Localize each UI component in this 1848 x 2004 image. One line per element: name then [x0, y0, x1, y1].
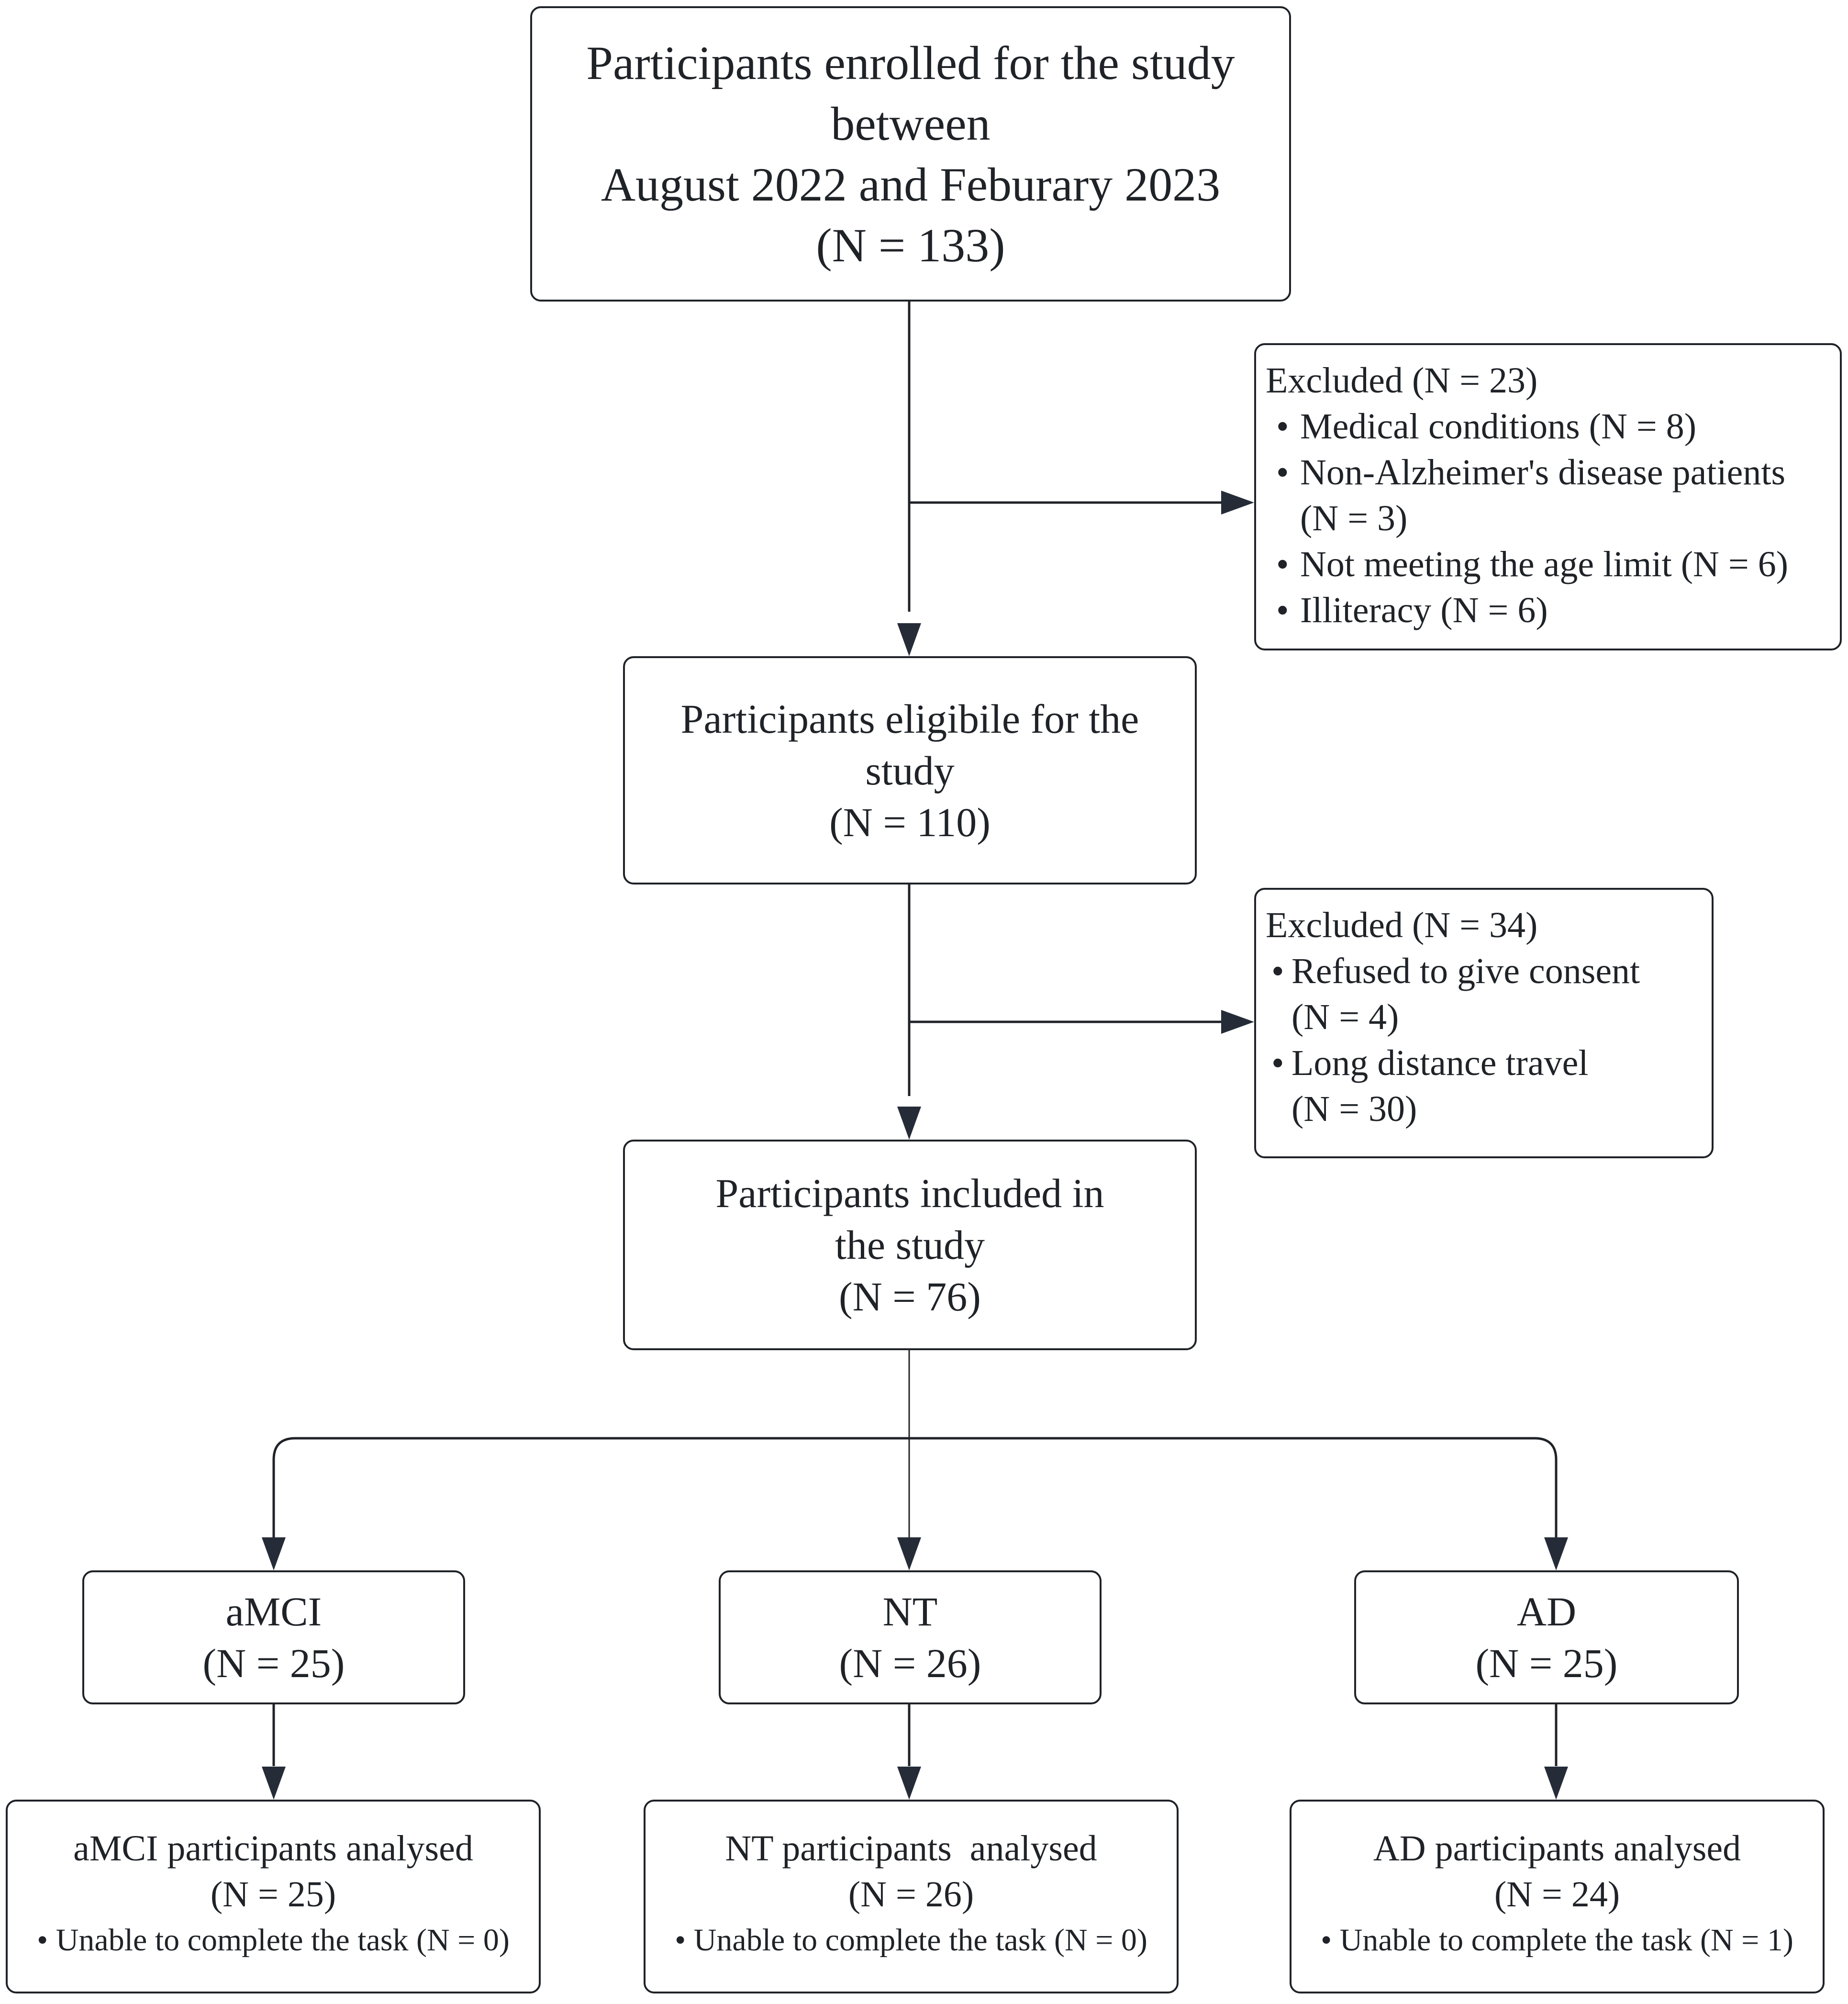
exclusion-reason-text: Illiteracy (N = 6) — [1300, 590, 1548, 630]
arrowhead-to-excluded-second — [1221, 1010, 1254, 1034]
exclusion-reason-text: Not meeting the age limit (N = 6) — [1300, 544, 1789, 584]
arrowhead-amci-analysed — [262, 1767, 286, 1800]
exclusion-reason: • Non-Alzheimer's disease patients (N = … — [1266, 449, 1830, 541]
analysed-box-amci: aMCI participants analysed (N = 25) • Un… — [6, 1800, 541, 1993]
analysed-count: (N = 24) — [1494, 1874, 1620, 1914]
eligible-line: Participants eligibile for the — [680, 695, 1139, 742]
exclusion-reason: • Refused to give consent (N = 4) — [1266, 948, 1702, 1040]
included-line: Participants included in — [715, 1170, 1104, 1216]
exclusion-reason: • Not meeting the age limit (N = 6) — [1266, 541, 1830, 587]
arrowhead-to-excluded-first — [1221, 491, 1254, 515]
group-box-nt: NT (N = 26) — [719, 1570, 1102, 1704]
analysed-note: • Unable to complete the task (N = 0) — [8, 1917, 539, 1963]
eligible-box: Participants eligibile for the study (N … — [623, 656, 1197, 884]
arrowhead-to-amci — [262, 1537, 286, 1570]
arrowhead-nt-analysed — [897, 1767, 921, 1800]
group-name: NT — [882, 1589, 938, 1635]
bullet-icon: • — [1276, 544, 1289, 584]
enrolled-box: Participants enrolled for the study betw… — [530, 6, 1291, 302]
analysed-note-text: Unable to complete the task (N = 1) — [1339, 1923, 1793, 1958]
bullet-icon: • — [1276, 590, 1289, 630]
included-line: the study — [835, 1222, 985, 1268]
arrowhead-to-nt — [897, 1537, 921, 1570]
excluded-second-title: Excluded (N = 34) — [1266, 905, 1538, 945]
included-count: (N = 76) — [839, 1274, 981, 1320]
group-count: (N = 26) — [839, 1640, 981, 1686]
eligible-line: study — [865, 747, 955, 794]
group-name: AD — [1516, 1589, 1577, 1635]
exclusion-reason-text: Long distance travel — [1291, 1043, 1589, 1083]
bullet-icon: • — [1321, 1923, 1332, 1958]
analysed-box-nt: NT participants analysed (N = 26) • Unab… — [644, 1800, 1179, 1993]
group-box-amci: aMCI (N = 25) — [82, 1570, 465, 1704]
analysed-box-ad: AD participants analysed (N = 24) • Unab… — [1290, 1800, 1825, 1993]
enrolled-line: Participants enrolled for the study — [586, 36, 1235, 90]
excluded-second-box: Excluded (N = 34) • Refused to give cons… — [1254, 888, 1714, 1158]
analysed-note-text: Unable to complete the task (N = 0) — [693, 1923, 1147, 1958]
analysed-title: AD participants analysed — [1373, 1828, 1741, 1869]
excluded-first-box: Excluded (N = 23) • Medical conditions (… — [1254, 343, 1842, 650]
bullet-icon: • — [1271, 1043, 1284, 1083]
enrolled-line: between — [831, 97, 991, 150]
analysed-note-text: Unable to complete the task (N = 0) — [56, 1923, 510, 1958]
exclusion-reason: • Long distance travel (N = 30) — [1266, 1040, 1702, 1132]
group-count: (N = 25) — [1475, 1640, 1618, 1686]
arrowhead-to-ad — [1544, 1537, 1568, 1570]
exclusion-reason-count: (N = 30) — [1291, 1089, 1417, 1129]
bullet-icon: • — [1276, 452, 1289, 493]
exclusion-reason-text: Medical conditions (N = 8) — [1300, 406, 1697, 447]
group-name: aMCI — [225, 1589, 322, 1635]
exclusion-reason-text: Non-Alzheimer's disease patients — [1300, 452, 1786, 493]
exclusion-reason-text: Refused to give consent — [1291, 951, 1640, 991]
analysed-title: aMCI participants analysed — [73, 1828, 473, 1869]
arrowhead-enrolled-to-eligible — [897, 623, 921, 656]
exclusion-reason: • Medical conditions (N = 8) — [1266, 403, 1830, 449]
bullet-icon: • — [37, 1923, 48, 1958]
exclusion-reason-count: (N = 4) — [1291, 997, 1399, 1037]
analysed-count: (N = 26) — [848, 1874, 974, 1914]
analysed-count: (N = 25) — [210, 1874, 336, 1914]
arrowhead-ad-analysed — [1544, 1767, 1568, 1800]
bullet-icon: • — [1276, 406, 1289, 447]
group-box-ad: AD (N = 25) — [1354, 1570, 1739, 1704]
group-count: (N = 25) — [202, 1640, 345, 1686]
analysed-note: • Unable to complete the task (N = 0) — [646, 1917, 1177, 1963]
included-box: Participants included in the study (N = … — [623, 1140, 1197, 1350]
excluded-first-title: Excluded (N = 23) — [1266, 360, 1538, 401]
enrolled-count: (N = 133) — [816, 218, 1005, 272]
exclusion-reason: • Illiteracy (N = 6) — [1266, 587, 1830, 633]
bullet-icon: • — [1271, 951, 1284, 991]
analysed-title: NT participants analysed — [725, 1828, 1097, 1869]
analysed-note: • Unable to complete the task (N = 1) — [1291, 1917, 1823, 1963]
eligible-count: (N = 110) — [829, 799, 991, 845]
enrolled-line: August 2022 and Feburary 2023 — [601, 157, 1221, 211]
connector-branch — [272, 1437, 1558, 1537]
exclusion-reason-count: (N = 3) — [1300, 498, 1408, 538]
arrowhead-eligible-to-included — [897, 1107, 921, 1140]
bullet-icon: • — [675, 1923, 686, 1958]
